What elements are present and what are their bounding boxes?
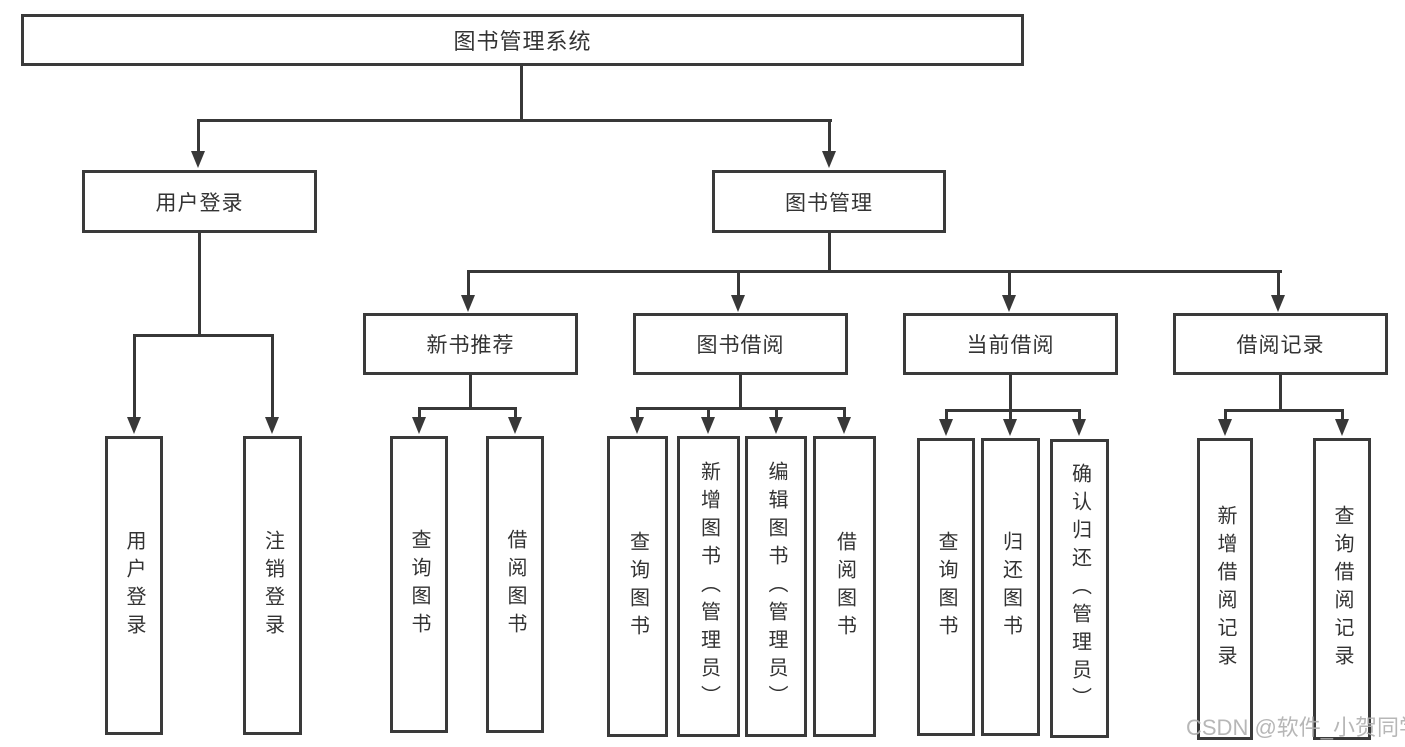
leaf-return-books: 归还图书 [981,438,1040,736]
connector-line [945,409,1081,412]
leaf-label: 新增图书（管理员） [697,460,720,713]
connector-line [1341,409,1344,421]
connector-line [1224,409,1344,412]
node-current-borrowing: 当前借阅 [903,313,1118,375]
connector-line [737,270,740,297]
leaf-label: 查询图书 [408,528,430,641]
leaf-label: 编辑图书（管理员） [765,460,787,713]
leaf-label: 归还图书 [999,531,1022,643]
connector-line [945,409,948,421]
connector-line [469,373,472,410]
node-book-management-branch: 图书管理 [712,170,946,233]
leaf-borrow-books-recommend: 借阅图书 [486,436,544,733]
connector-line [636,407,846,410]
connector-arrow-down-icon [731,295,745,312]
connector-line [828,119,831,153]
connector-line [418,407,517,410]
connector-arrow-down-icon [127,417,141,434]
connector-line [467,270,470,297]
connector-arrow-down-icon [1335,419,1349,436]
connector-line [775,407,778,419]
connector-line [467,270,1282,273]
connector-line [1008,270,1011,297]
connector-arrow-down-icon [939,419,953,436]
connector-line [1277,270,1280,297]
leaf-borrow-books: 借阅图书 [813,436,876,737]
node-library-management-system: 图书管理系统 [21,14,1024,66]
leaf-search-books-borrow: 查询图书 [607,436,668,737]
leaf-confirm-return-admin: 确认归还（管理员） [1050,439,1109,738]
connector-line [133,334,136,419]
connector-line [707,407,710,419]
connector-arrow-down-icon [265,417,279,434]
connector-arrow-down-icon [822,151,836,168]
leaf-search-borrow-record: 查询借阅记录 [1313,438,1371,740]
node-new-book-recommend: 新书推荐 [363,313,578,375]
leaf-label: 新增借阅记录 [1214,505,1236,673]
node-book-borrowing: 图书借阅 [633,313,848,375]
connector-line [514,407,517,419]
connector-arrow-down-icon [1218,419,1232,436]
leaf-label: 借阅图书 [504,528,526,641]
leaf-label: 确认归还（管理员） [1068,462,1091,715]
leaf-label: 借阅图书 [833,530,856,643]
connector-line [520,64,523,122]
connector-line [271,334,274,419]
leaf-add-borrow-record: 新增借阅记录 [1197,438,1253,740]
connector-arrow-down-icon [837,417,851,434]
connector-arrow-down-icon [508,417,522,434]
connector-arrow-down-icon [412,417,426,434]
connector-line [198,231,201,337]
connector-line [1009,409,1012,421]
leaf-logout: 注销登录 [243,436,302,735]
leaf-label: 查询图书 [935,531,957,643]
connector-arrow-down-icon [191,151,205,168]
connector-arrow-down-icon [701,417,715,434]
leaf-label: 注销登录 [261,529,284,642]
connector-line [1009,373,1012,412]
leaf-label: 查询图书 [626,530,649,643]
leaf-user-login: 用户登录 [105,436,163,735]
connector-line [133,334,274,337]
connector-arrow-down-icon [1002,295,1016,312]
watermark: CSDN @软件_小贺同学 [1186,715,1405,740]
connector-line [1279,373,1282,412]
connector-line [828,231,831,273]
leaf-label: 查询借阅记录 [1331,505,1353,673]
connector-arrow-down-icon [461,295,475,312]
leaf-add-books-admin: 新增图书（管理员） [677,436,740,737]
connector-line [197,119,200,153]
connector-arrow-down-icon [1003,419,1017,436]
leaf-search-books-current: 查询图书 [917,438,975,736]
leaf-edit-books-admin: 编辑图书（管理员） [745,436,807,737]
connector-line [197,119,832,122]
connector-line [1078,409,1081,421]
connector-arrow-down-icon [1072,419,1086,436]
connector-line [418,407,421,419]
connector-line [739,373,742,410]
node-borrowing-records: 借阅记录 [1173,313,1388,375]
leaf-search-books-recommend: 查询图书 [390,436,448,733]
node-user-login-branch: 用户登录 [82,170,317,233]
connector-arrow-down-icon [769,417,783,434]
connector-line [843,407,846,419]
connector-line [636,407,639,419]
leaf-label: 用户登录 [123,529,145,642]
connector-arrow-down-icon [1271,295,1285,312]
connector-line [1224,409,1227,421]
connector-arrow-down-icon [630,417,644,434]
